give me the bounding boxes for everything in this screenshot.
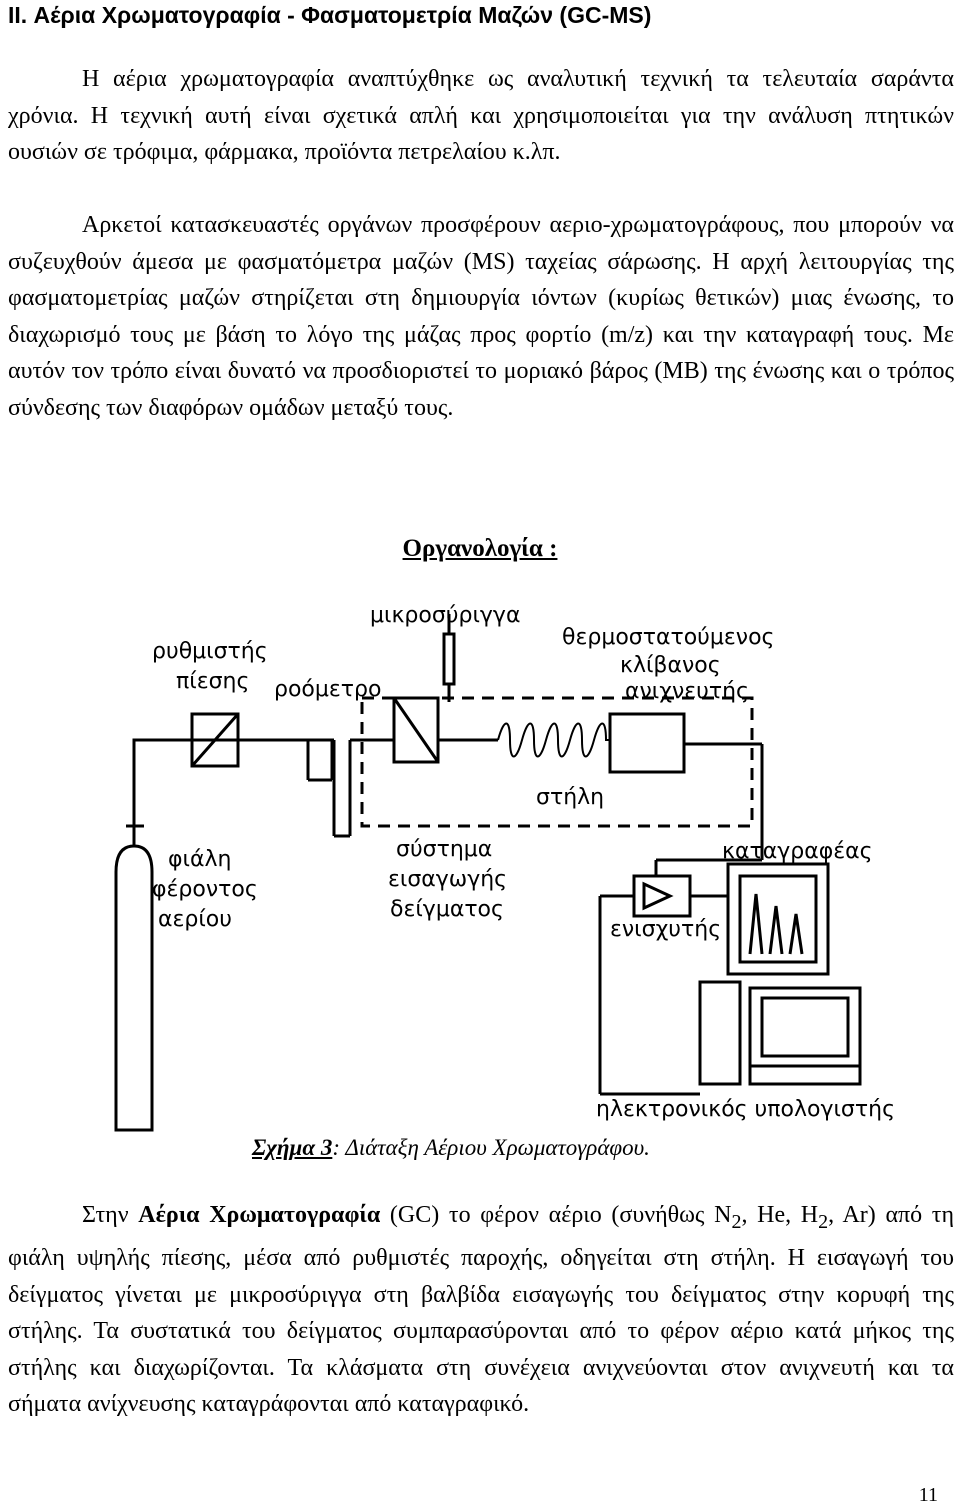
figure-caption-label: Σχήμα 3 xyxy=(252,1135,333,1160)
intro-paragraph-1: Η αέρια χρωματογραφία αναπτύχθηκε ως ανα… xyxy=(8,61,954,171)
figure-caption-colon: : xyxy=(332,1135,340,1160)
label-detector: ανιχνευτής xyxy=(625,679,749,704)
label-thermostated-1: θερμοστατούμενος xyxy=(562,625,774,650)
section-heading: II. Αέρια Χρωματογραφία - Φασματομετρία … xyxy=(8,2,652,28)
label-thermostated-2: κλίβανος xyxy=(620,653,721,678)
label-cylinder-2: φέροντος xyxy=(152,877,258,902)
label-amplifier: ενισχυτής xyxy=(610,917,721,942)
intro-paragraph-2-text: Αρκετοί κατασκευαστές οργάνων προσφέρουν… xyxy=(8,212,954,421)
figure-caption-text: Διάταξη Αέριου Χρωματογράφου. xyxy=(340,1135,650,1160)
intro-paragraph-2: Αρκετοί κατασκευαστές οργάνων προσφέρουν… xyxy=(8,207,954,426)
gc-text-2: (GC) το φέρον αέριο (συνήθως N xyxy=(380,1202,732,1228)
label-microsyringe: μικροσύριγγα xyxy=(370,603,520,628)
instrumentation-subheading: Οργανολογία : xyxy=(402,535,558,562)
label-regulator-1: ρυθμιστής xyxy=(152,639,268,664)
label-regulator-2: πίεσης xyxy=(176,669,249,694)
label-cylinder-1: φιάλη xyxy=(168,847,231,872)
label-recorder: καταγραφέας xyxy=(722,839,873,864)
gc-text-1: Στην xyxy=(82,1202,139,1228)
page-number: 11 xyxy=(918,1484,938,1506)
gc-text-3: , He, H xyxy=(741,1202,819,1228)
gc-text-4: , Ar) από τη φιάλη υψηλής πίεσης, μέσα α… xyxy=(8,1202,954,1418)
h2-subscript: 2 xyxy=(818,1210,829,1233)
label-cylinder-3: αερίου xyxy=(158,907,232,932)
gc-description-paragraph: Στην Αέρια Χρωματογραφία (GC) το φέρον α… xyxy=(8,1197,954,1423)
diagram-labels: μικροσύριγγα θερμοστατούμενος κλίβανος α… xyxy=(152,603,895,1122)
label-column: στήλη xyxy=(536,785,604,810)
label-injection-2: εισαγωγής xyxy=(388,867,507,892)
gc-term: Αέρια Χρωματογραφία xyxy=(138,1202,381,1228)
label-flowmeter: ροόμετρο xyxy=(274,677,381,702)
label-injection-3: δείγματος xyxy=(390,897,504,922)
figure-caption: Σχήμα 3: Διάταξη Αέριου Χρωματογράφου. xyxy=(252,1133,650,1163)
intro-paragraph-1-text: Η αέρια χρωματογραφία αναπτύχθηκε ως ανα… xyxy=(8,66,954,165)
gc-instrument-diagram: μικροσύριγγα θερμοστατούμενος κλίβανος α… xyxy=(114,603,895,1132)
label-computer: ηλεκτρονικός υπολογιστής xyxy=(596,1097,895,1122)
label-injection-1: σύστημα xyxy=(396,837,492,862)
n2-subscript: 2 xyxy=(731,1210,742,1233)
